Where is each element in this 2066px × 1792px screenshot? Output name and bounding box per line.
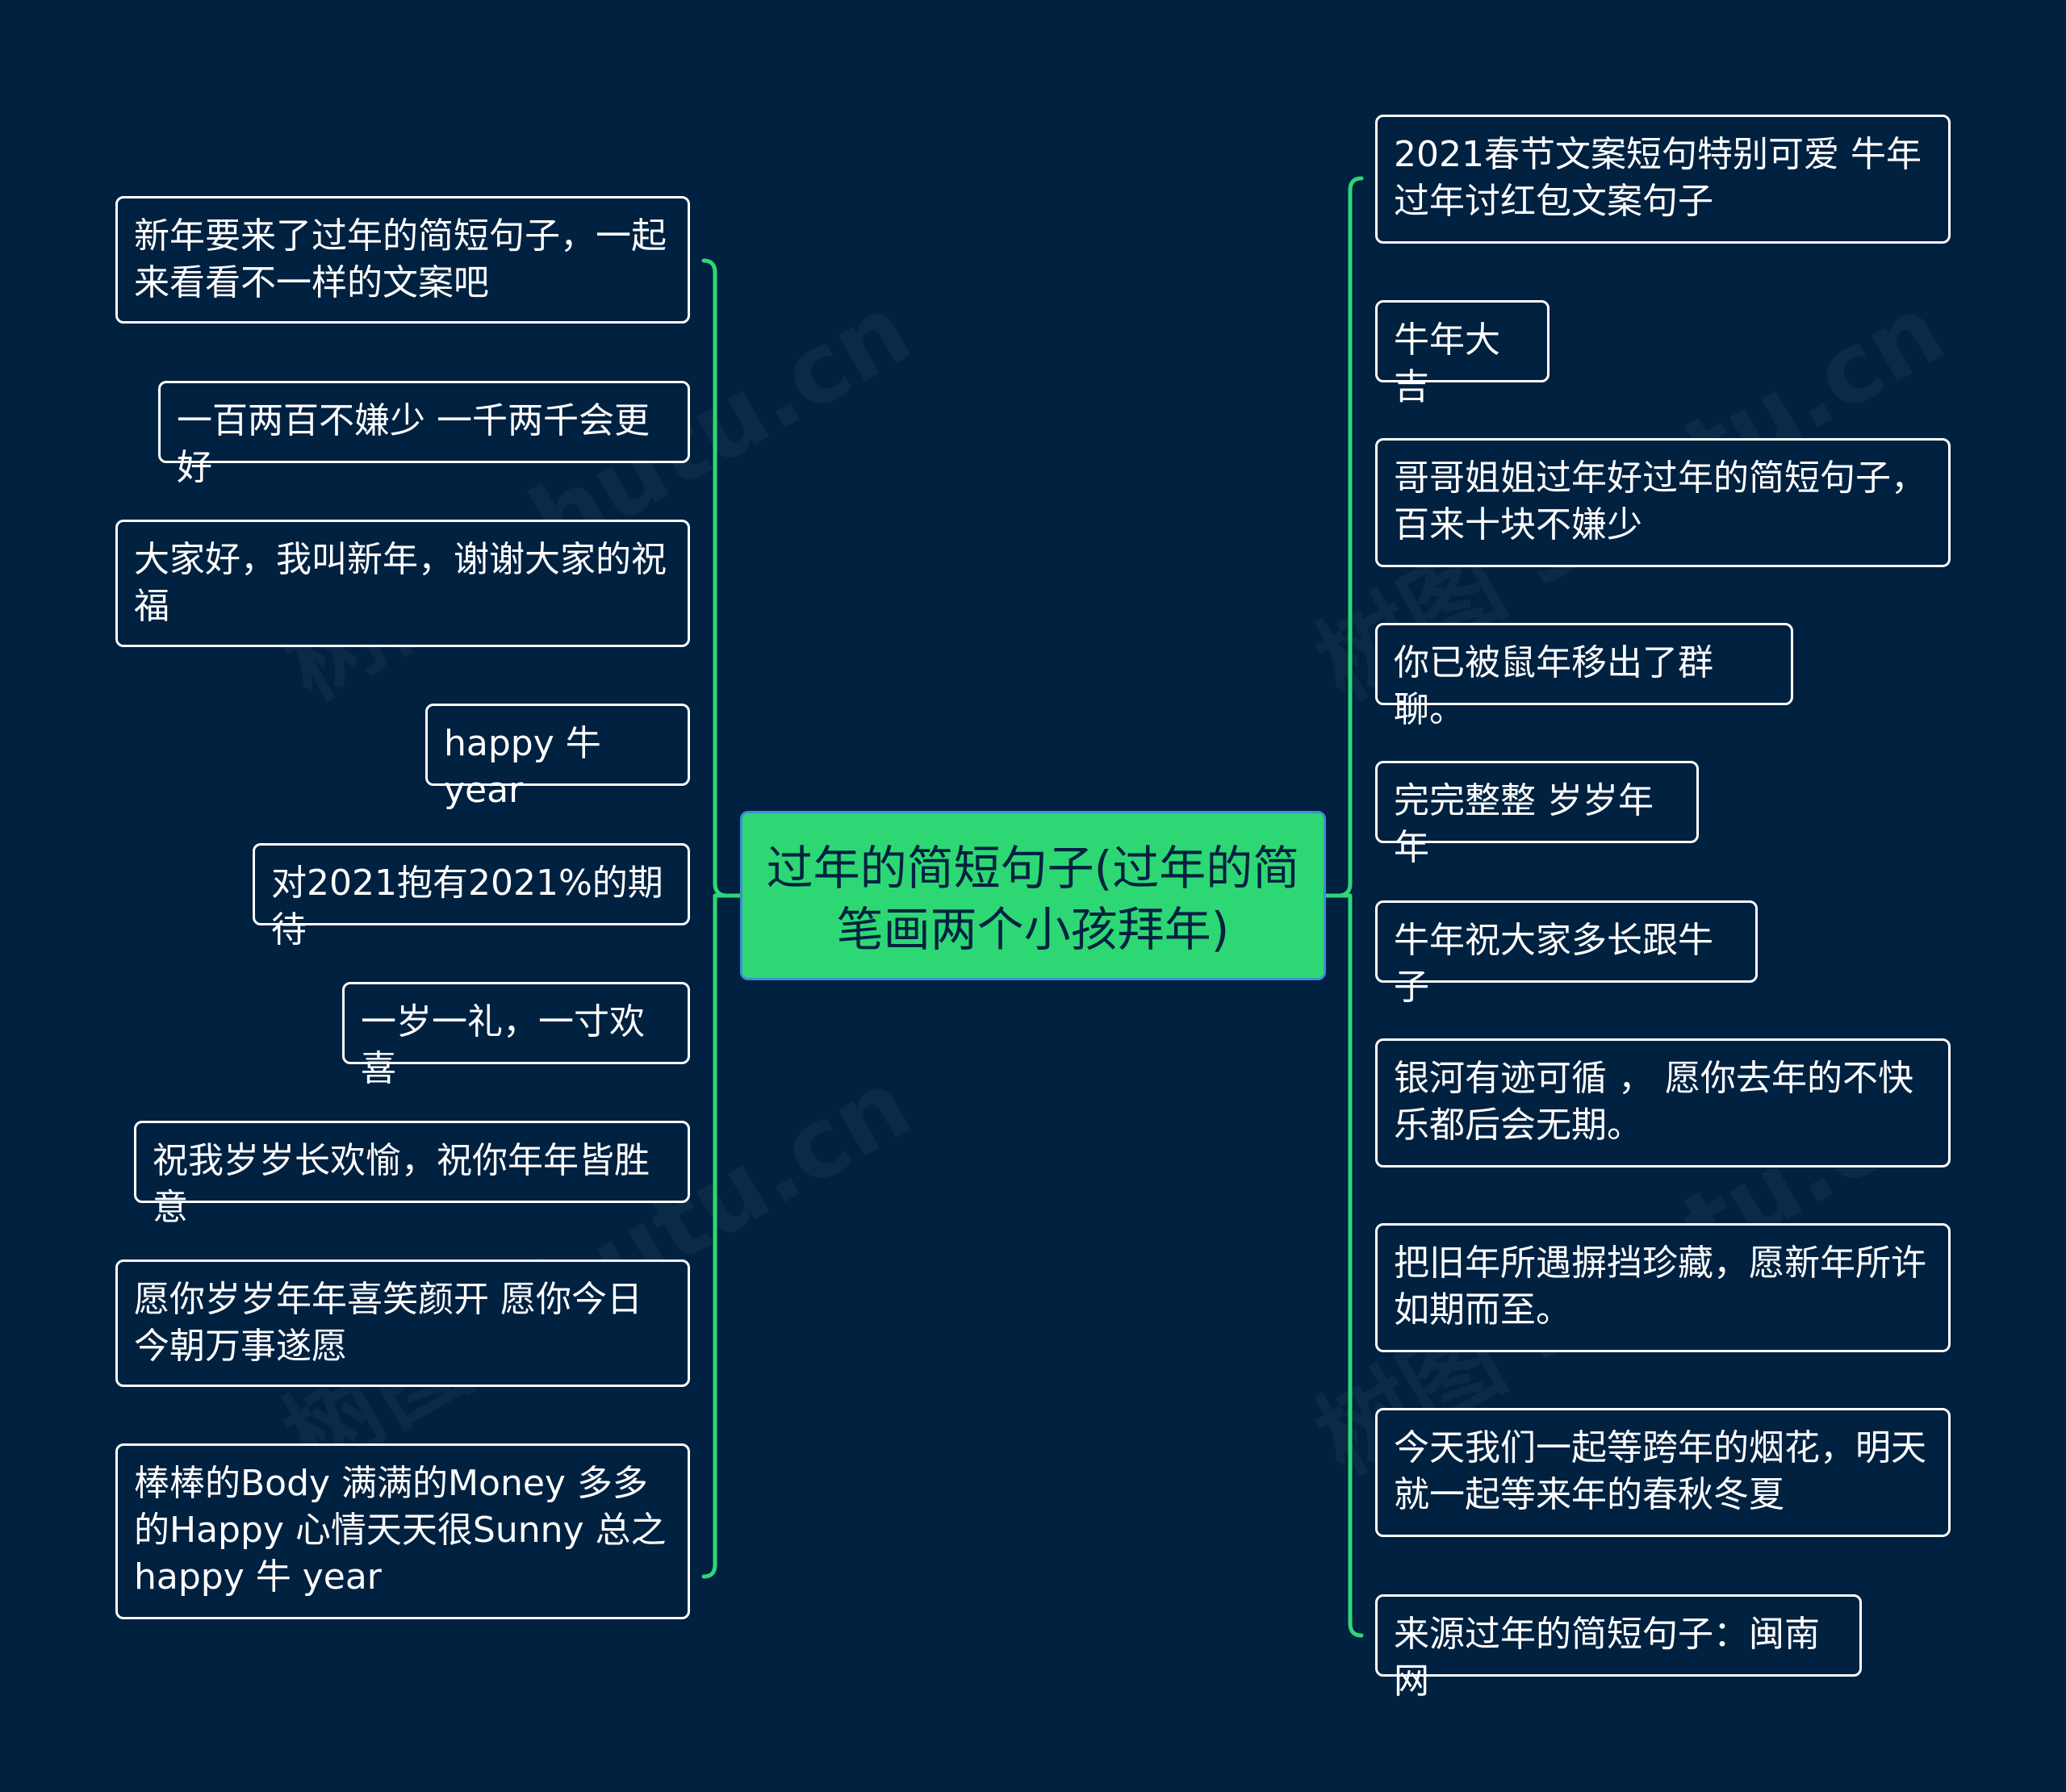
right-node-6[interactable]: 牛年祝大家多长跟牛子 (1375, 900, 1758, 1008)
right-node-10[interactable]: 来源过年的简短句子：闽南网 (1375, 1594, 1862, 1702)
left-node-7[interactable]: 祝我岁岁长欢愉，祝你年年皆胜意 (134, 1121, 690, 1228)
left-node-8[interactable]: 愿你岁岁年年喜笑颜开 愿你今日今朝万事遂愿 (115, 1259, 690, 1387)
left-node-9[interactable]: 棒棒的Body 满满的Money 多多的Happy 心情天天很Sunny 总之h… (115, 1443, 690, 1619)
left-node-2[interactable]: 一百两百不嫌少 一千两千会更好 (158, 381, 690, 488)
right-node-4[interactable]: 你已被鼠年移出了群聊。 (1375, 623, 1793, 730)
left-branch-connector (701, 258, 742, 1579)
right-node-1[interactable]: 2021春节文案短句特别可爱 牛年过年讨红包文案句子 (1375, 115, 1951, 244)
right-branch-connector (1324, 176, 1364, 1638)
right-node-5[interactable]: 完完整整 岁岁年年 (1375, 761, 1699, 868)
left-node-6[interactable]: 一岁一礼，一寸欢喜 (342, 982, 690, 1089)
right-node-7[interactable]: 银河有迹可循 ， 愿你去年的不快乐都后会无期。 (1375, 1038, 1951, 1168)
right-node-2[interactable]: 牛年大吉 (1375, 300, 1550, 407)
left-node-4[interactable]: happy 牛 year (425, 704, 690, 811)
left-node-3[interactable]: 大家好，我叫新年，谢谢大家的祝福 (115, 520, 690, 647)
right-node-3[interactable]: 哥哥姐姐过年好过年的简短句子，百来十块不嫌少 (1375, 438, 1951, 567)
right-node-9[interactable]: 今天我们一起等跨年的烟花，明天就一起等来年的春秋冬夏 (1375, 1408, 1951, 1537)
right-node-8[interactable]: 把旧年所遇摒挡珍藏，愿新年所许如期而至。 (1375, 1223, 1951, 1352)
left-node-5[interactable]: 对2021抱有2021%的期待 (253, 843, 690, 950)
root-topic[interactable]: 过年的简短句子(过年的简笔画两个小孩拜年) (740, 811, 1326, 980)
left-node-1[interactable]: 新年要来了过年的简短句子，一起来看看不一样的文案吧 (115, 196, 690, 324)
